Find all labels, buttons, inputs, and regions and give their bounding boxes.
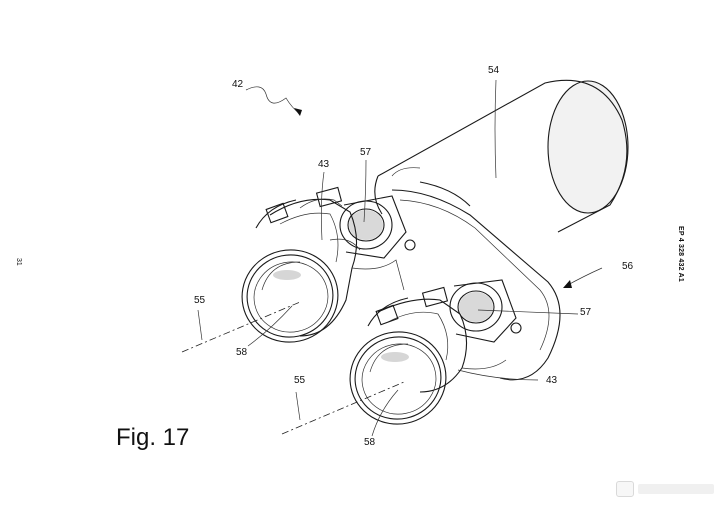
watermark-logo-icon [616,481,634,497]
watermark-mark [638,484,714,494]
centre-axes [181,301,405,435]
ref-numeral-54: 54 [488,65,500,76]
source-watermark [616,481,714,497]
tailpipe-upper [255,186,405,337]
ref-numeral-58-lower: 58 [364,437,376,448]
ref-numeral-56: 56 [622,261,634,272]
ref-numeral-58-upper: 58 [236,347,248,358]
muffler-canister [374,79,629,233]
ref-numeral-57-upper: 57 [360,147,372,158]
ref-numeral-43-lower: 43 [546,375,558,386]
flange-plate-upper [339,195,416,259]
tip-outlet-upper [241,249,339,343]
ref-numeral-42: 42 [232,79,244,90]
page-number: 31 [15,258,22,266]
tailpipe-lower [367,286,507,393]
tip-outlet-lower [349,331,447,425]
ref-numeral-43-upper: 43 [318,159,330,170]
figure-caption: Fig. 17 [116,424,190,451]
ref-numeral-55-bottom: 55 [294,375,306,386]
leader-lines [245,79,603,437]
ref-numeral-55-left: 55 [194,295,206,306]
ref-numeral-57-lower: 57 [580,307,592,318]
oval-housing [391,181,561,381]
publication-number: EP 4 328 432 A1 [677,226,684,282]
